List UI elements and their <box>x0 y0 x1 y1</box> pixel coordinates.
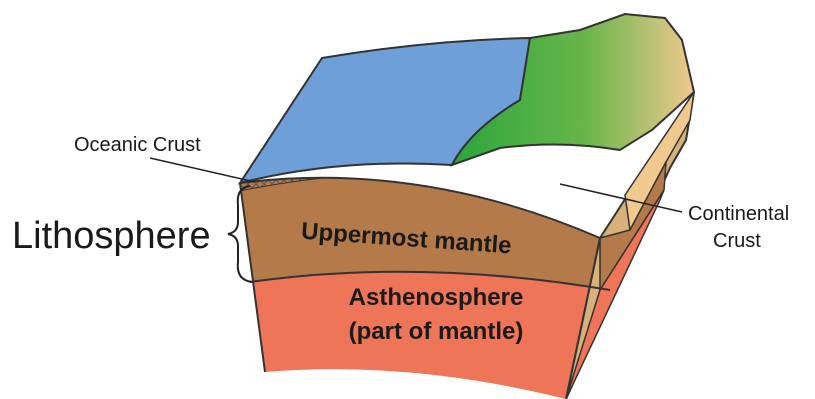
continental-crust-label-line1: Continental <box>688 203 789 225</box>
oceanic-crust-leader <box>150 158 255 182</box>
oceanic-crust-label: Oceanic Crust <box>74 134 201 156</box>
ocean-surface <box>240 38 530 183</box>
continental-crust-label-line2: Crust <box>713 230 761 252</box>
core-arc <box>300 389 560 399</box>
asthenosphere-label-line2: (part of mantle) <box>349 318 524 345</box>
asthenosphere-label-line1: Asthenosphere <box>349 284 524 311</box>
lithosphere-label: Lithosphere <box>12 215 211 257</box>
